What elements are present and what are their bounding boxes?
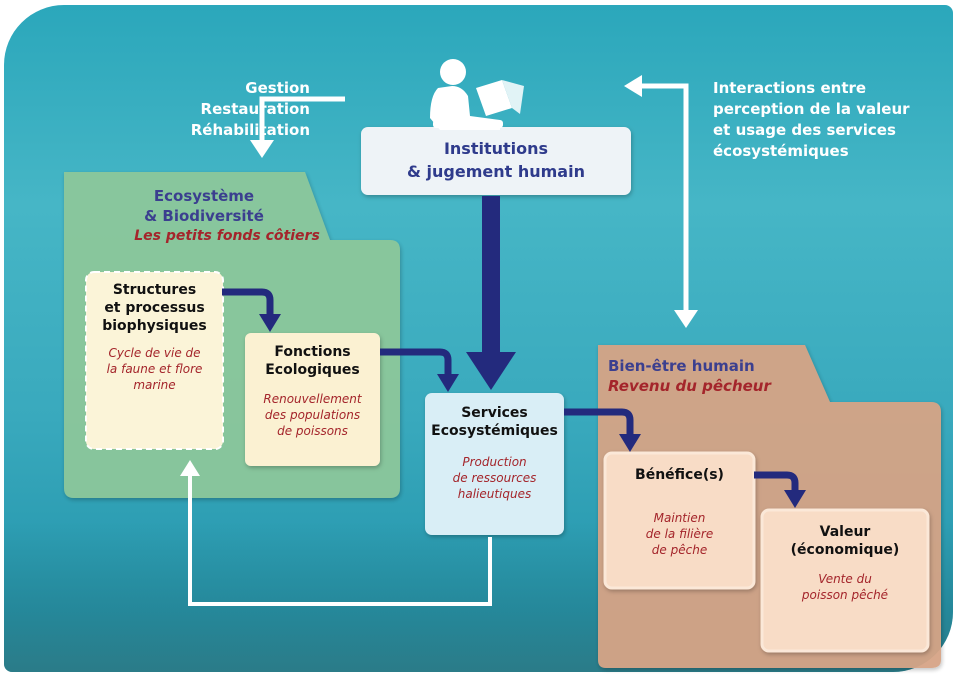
services-box	[425, 393, 564, 535]
structures-detail-3: marine	[133, 378, 176, 392]
fonctions-detail-3: de poissons	[277, 424, 348, 438]
valeur-text: Valeur (économique) Vente du poisson pêc…	[762, 523, 928, 603]
benefice-box	[603, 451, 756, 590]
structures-box	[85, 271, 224, 450]
services-title-2: Ecosystémiques	[431, 423, 558, 439]
benefice-valeur-arrowhead	[784, 490, 806, 508]
fonctions-title-1: Fonctions	[274, 344, 351, 360]
valeur-box	[760, 508, 930, 653]
structures-detail-1: Cycle de vie de	[108, 346, 201, 360]
valeur-title-1: Valeur	[819, 524, 871, 540]
valeur-detail-2: poisson pêché	[801, 588, 889, 602]
services-benefice-arrow	[564, 408, 634, 438]
fonctions-services-arrowhead	[437, 374, 459, 392]
wellbeing-titles: Bien-être humain Revenu du pêcheur	[608, 356, 828, 396]
institutions-services-arrowhead	[466, 352, 516, 390]
label-restauration: Restauration	[200, 100, 310, 118]
institutions-line-1: Institutions	[443, 139, 549, 158]
structures-detail-2: la faune et flore	[106, 362, 203, 376]
benefice-valeur-arrow	[754, 471, 799, 494]
fonctions-text: Fonctions Ecologiques Renouvellement des…	[245, 343, 380, 439]
fonctions-detail-1: Renouvellement	[263, 392, 362, 406]
management-labels: Gestion Restauration Réhabilitation	[160, 78, 310, 141]
label-rehabilitation: Réhabilitation	[190, 121, 310, 139]
interactions-arrowhead-down	[674, 310, 698, 328]
benefice-text: Bénéfice(s) Maintien de la filière de pê…	[605, 466, 754, 558]
services-title-1: Services	[461, 405, 528, 421]
structures-title-1: Structures	[112, 282, 197, 298]
institutions-box	[361, 127, 631, 195]
services-detail-2: de ressources	[452, 471, 537, 485]
valeur-detail-1: Vente du	[818, 572, 872, 586]
person-reading-icon	[430, 59, 524, 130]
institutions-line-2: & jugement humain	[407, 162, 585, 181]
structures-title-2: et processus	[104, 300, 205, 316]
structures-fonctions-arrowhead	[259, 314, 281, 332]
interactions-line-2: perception de la valeur	[713, 100, 910, 118]
ecosystem-title-1: Ecosystème	[153, 187, 255, 205]
benefice-title: Bénéfice(s)	[635, 467, 724, 483]
structures-title-3: biophysiques	[102, 318, 207, 334]
valeur-title-2: (économique)	[790, 542, 900, 558]
structures-text: Structures et processus biophysiques Cyc…	[86, 281, 223, 393]
benefice-detail-1: Maintien	[653, 511, 706, 525]
wellbeing-subtitle: Revenu du pêcheur	[608, 377, 771, 395]
benefice-detail-2: de la filière	[645, 527, 714, 541]
fonctions-title-2: Ecologiques	[265, 362, 360, 378]
services-benefice-arrowhead	[619, 434, 641, 452]
fonctions-services-arrow	[380, 348, 452, 378]
interactions-labels: Interactions entre perception de la vale…	[713, 78, 943, 162]
gestion-arrow	[259, 96, 345, 144]
wellbeing-title: Bien-être humain	[608, 357, 755, 375]
institutions-text: Institutions & jugement humain	[361, 137, 631, 183]
interactions-line-1: Interactions entre	[713, 79, 867, 97]
feedback-arrowhead	[180, 460, 200, 476]
ecosystem-subtitle: Les petits fonds côtiers	[134, 228, 320, 244]
services-text: Services Ecosystémiques Production de re…	[425, 404, 564, 502]
fonctions-box	[245, 333, 380, 466]
fonctions-detail-2: des populations	[264, 408, 361, 422]
services-detail-3: halieutiques	[457, 487, 532, 501]
ecosystem-title-2: & Biodiversité	[144, 207, 264, 225]
feedback-arrow	[188, 472, 492, 606]
benefice-detail-3: de pêche	[651, 543, 708, 557]
gestion-arrowhead	[250, 140, 274, 158]
services-detail-1: Production	[462, 455, 527, 469]
interactions-arrow	[636, 83, 689, 312]
ecosystem-titles: Ecosystème & Biodiversité Les petits fon…	[64, 186, 344, 246]
institutions-services-shaft	[482, 196, 500, 354]
structures-fonctions-arrow	[222, 288, 274, 318]
interactions-line-3: et usage des services	[713, 121, 896, 139]
interactions-arrowhead-left	[624, 75, 642, 97]
interactions-line-4: écosystémiques	[713, 142, 849, 160]
label-gestion: Gestion	[245, 79, 310, 97]
